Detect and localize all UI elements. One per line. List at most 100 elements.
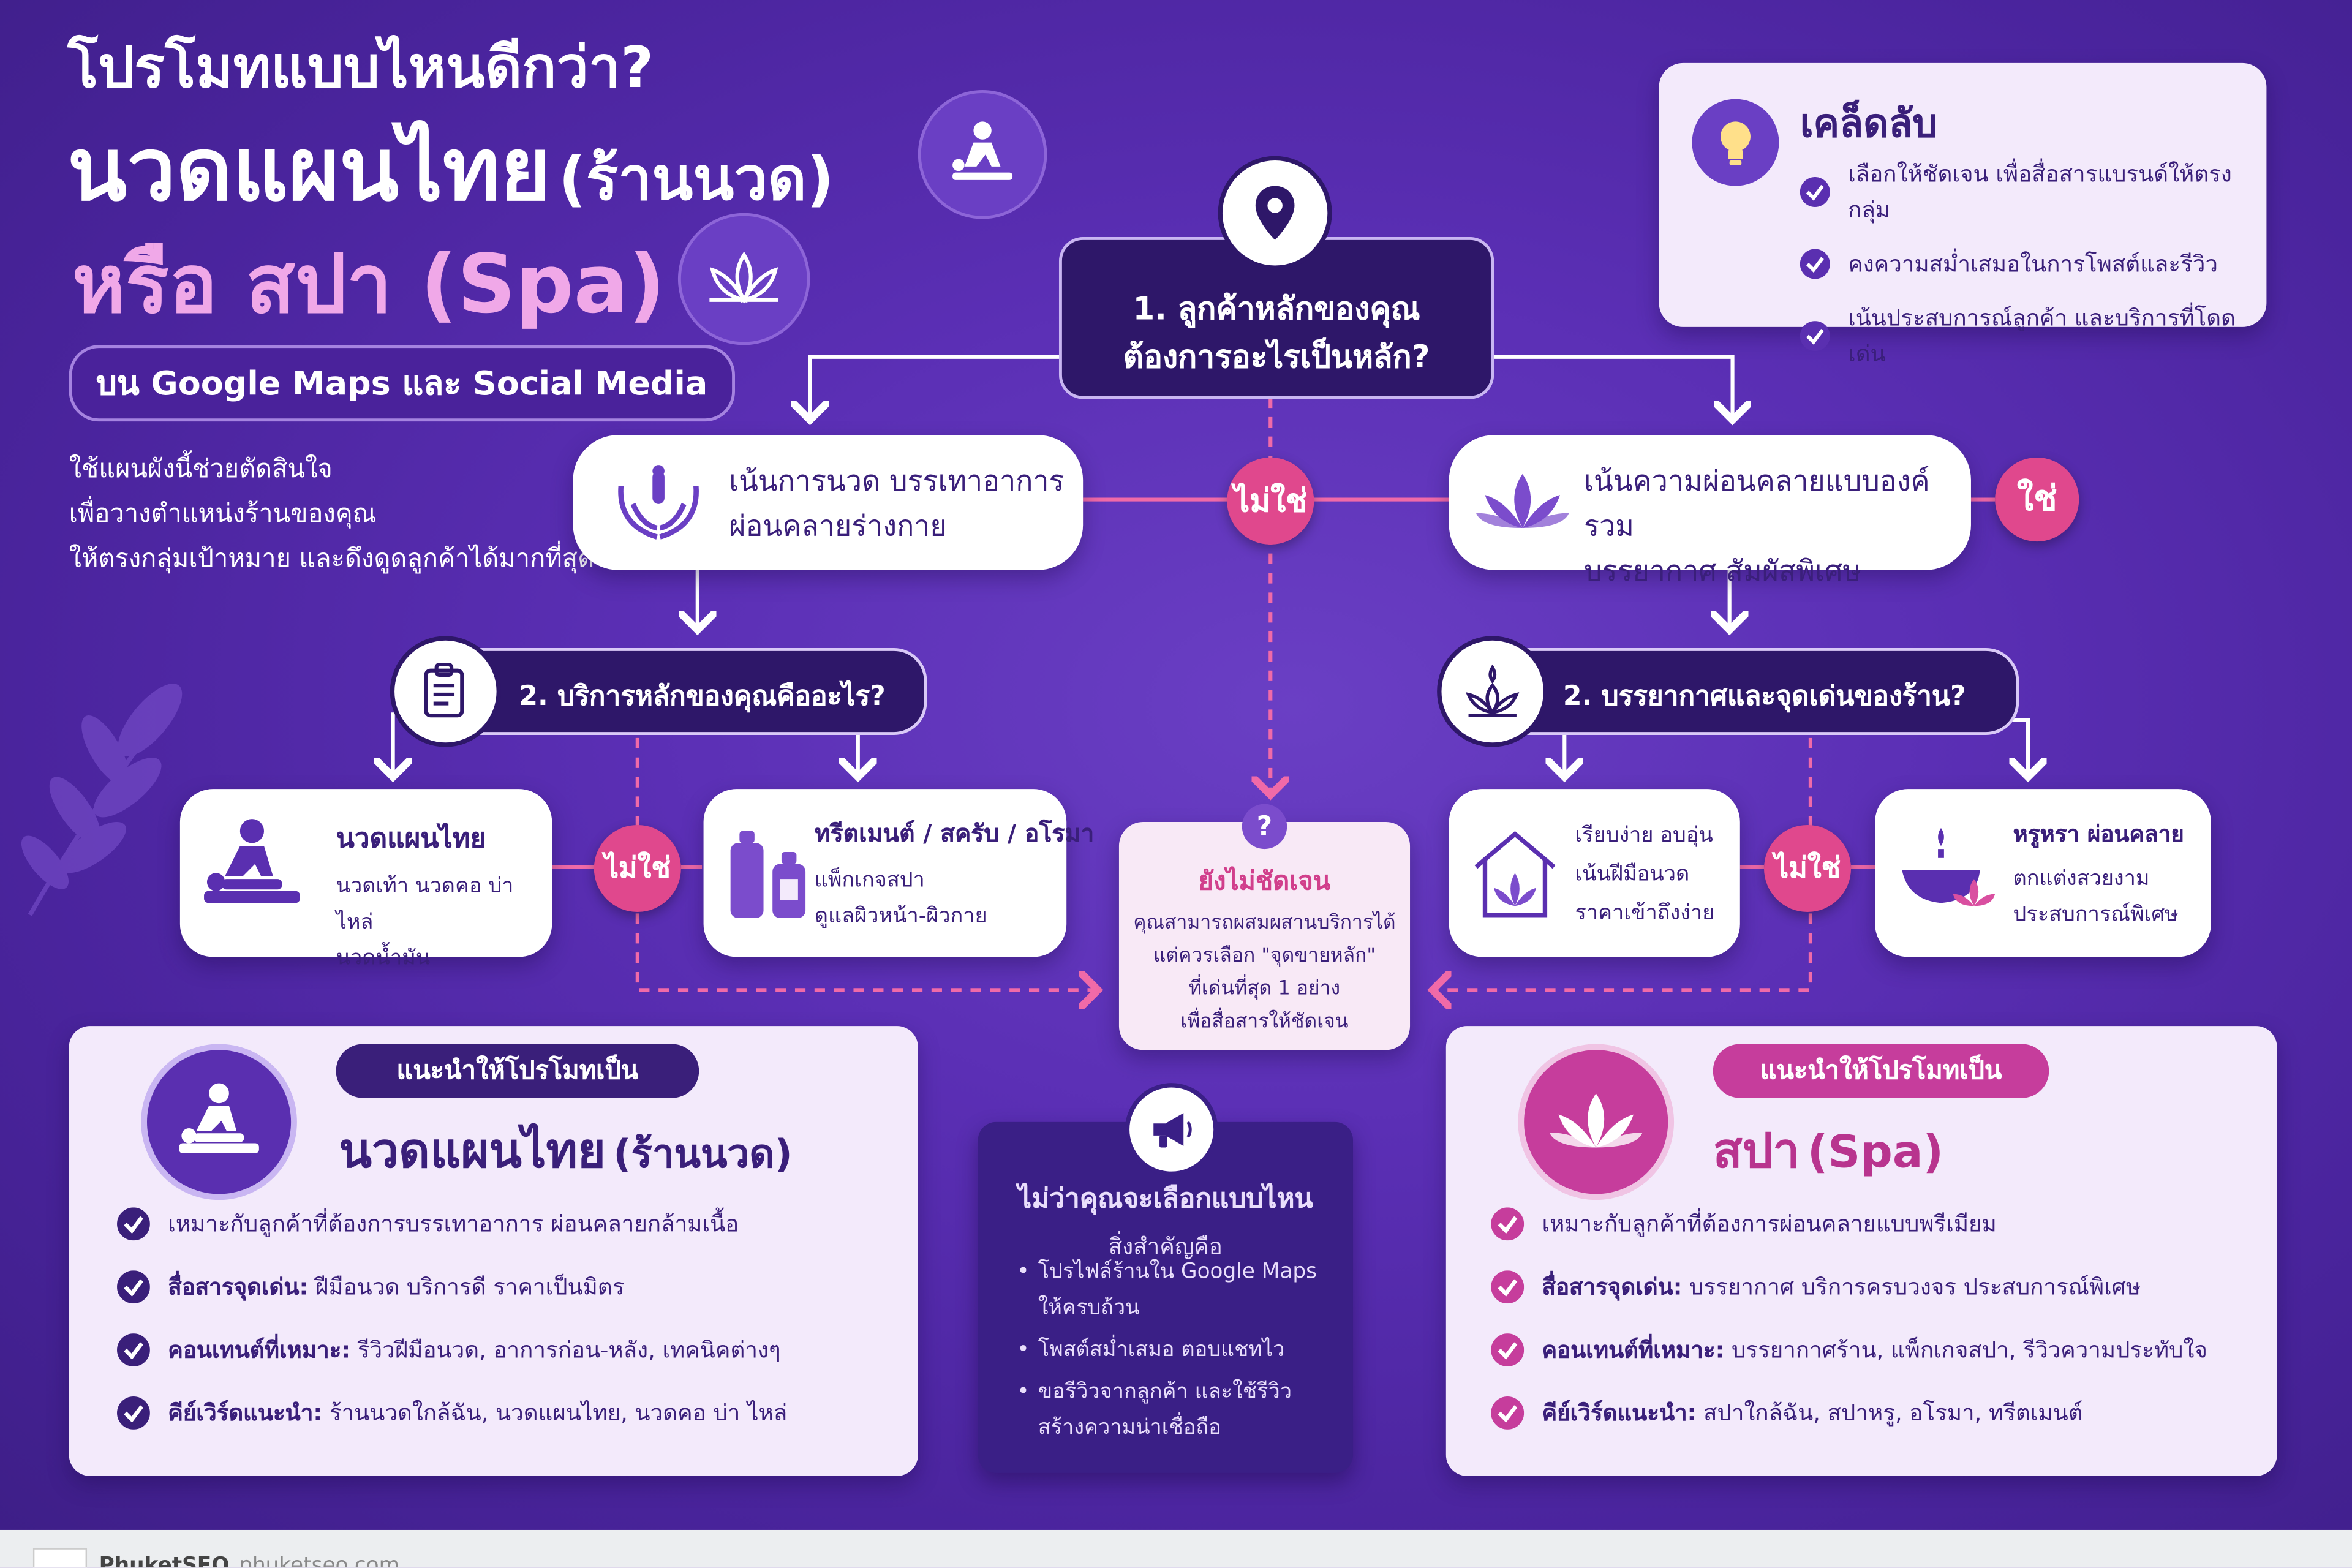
tips-item-text: เน้นประสบการณ์ลูกค้า และบริการที่โดดเด่น xyxy=(1848,304,2236,368)
massage-icon xyxy=(204,819,300,903)
recommend-left-pill: แนะนำให้โปรโมทเป็น xyxy=(336,1044,699,1098)
subtitle-pill: บน Google Maps และ Social Media xyxy=(69,345,735,422)
intro-line2: เพื่อวางตำแหน่งร้านของคุณ xyxy=(69,499,377,530)
check-icon xyxy=(117,1207,150,1241)
simple-line1: เรียบง่าย อบอุ่น xyxy=(1575,823,1713,848)
item-label: คอนเทนต์ที่เหมาะ: xyxy=(1542,1336,1725,1364)
check-icon xyxy=(117,1270,150,1304)
question-1-line1: 1. ลูกค้าหลักของคุณ xyxy=(1133,291,1420,327)
simple-line2: เน้นฝีมือนวด xyxy=(1575,862,1690,887)
footer-brand: PhuketSEO xyxy=(99,1554,230,1568)
focus-massage-line1: เน้นการนวด บรรเทาอาการ xyxy=(729,465,1065,499)
item-label: สื่อสารจุดเด่น: xyxy=(1542,1273,1683,1301)
question-2-right-text: 2. บรรยากาศและจุดเด่นของร้าน? xyxy=(1562,680,1966,713)
recommend-right-item: คีย์เวิร์ดแนะนำ: สปาใกล้ฉัน, สปาหรู, อโร… xyxy=(1491,1395,2207,1431)
check-icon xyxy=(1491,1396,1525,1430)
luxury-card: หรูหรา ผ่อนคลาย ตกแต่งสวยงาม ประสบการณ์พ… xyxy=(1875,789,2211,957)
title-line1: โปรโมทแบบไหนดีกว่า? xyxy=(67,34,654,101)
recommend-right-title-a: สปา xyxy=(1713,1121,1800,1179)
unclear-line2: แต่ควรเลือก "จุดขายหลัก" xyxy=(1153,944,1376,968)
check-icon xyxy=(117,1333,150,1367)
item-text: ร้านนวดใกล้ฉัน, นวดแผนไทย, นวดคอ บ่า ไหล… xyxy=(329,1399,788,1427)
key-point-a: ขอรีวิวจากลูกค้า และใช้รีวิว xyxy=(1038,1380,1292,1404)
unclear-line1: คุณสามารถผสมผสานบริการได้ xyxy=(1133,911,1396,935)
tips-item-text: คงความสม่ำเสมอในการโพสต์และรีวิว xyxy=(1848,250,2218,278)
focus-spa-line1: เน้นความผ่อนคลายแบบองค์รวม xyxy=(1584,465,1930,543)
check-icon xyxy=(1800,176,1830,207)
tips-item: เลือกให้ชัดเจน เพื่อสื่อสารแบรนด์ให้ตรงก… xyxy=(1800,156,2267,228)
intro-text: ใช้แผนผังนี้ช่วยตัดสินใจ เพื่อวางตำแหน่ง… xyxy=(69,447,595,582)
unclear-title: ยังไม่ชัดเจน xyxy=(1198,867,1331,897)
question-1-line2: ต้องการอะไรเป็นหลัก? xyxy=(1123,339,1430,375)
simple-line3: ราคาเข้าถึงง่าย xyxy=(1575,901,1715,926)
treatment-title: ทรีตเมนต์ / สครับ / อโรมา xyxy=(814,819,1095,848)
luxury-title: หรูหรา ผ่อนคลาย xyxy=(2013,820,2184,848)
thai-massage-line2: นวดน้ำมัน xyxy=(336,946,431,971)
location-pin-icon xyxy=(1218,156,1332,270)
item-label: คอนเทนต์ที่เหมาะ: xyxy=(168,1336,351,1364)
recommend-left-list: เหมาะกับลูกค้าที่ต้องการบรรเทาอาการ ผ่อน… xyxy=(117,1206,787,1452)
question-2-right: 2. บรรยากาศและจุดเด่นของร้าน? xyxy=(1479,647,2019,736)
check-icon xyxy=(1491,1333,1525,1367)
item-text: เหมาะกับลูกค้าที่ต้องการผ่อนคลายแบบพรีเม… xyxy=(1542,1210,1997,1238)
recommend-left-title: นวดแผนไทย (ร้านนวด) xyxy=(339,1113,792,1189)
thai-massage-line1: นวดเท้า นวดคอ บ่า ไหล่ xyxy=(336,874,514,935)
lightbulb-icon xyxy=(1692,99,1779,186)
candle-bowl-icon xyxy=(1902,827,1996,907)
focus-massage-line2: ผ่อนคลายร่างกาย xyxy=(729,510,947,543)
question-icon: ? xyxy=(1242,804,1287,850)
footer-logo xyxy=(32,1548,88,1568)
recommend-left-item: เหมาะกับลูกค้าที่ต้องการบรรเทาอาการ ผ่อน… xyxy=(117,1206,787,1242)
tips-item: คงความสม่ำเสมอในการโพสต์และรีวิว xyxy=(1800,246,2267,282)
lotus-icon xyxy=(1518,1044,1675,1200)
question-2-left: 2. บริการหลักของคุณคืออะไร? xyxy=(432,647,927,736)
check-icon xyxy=(117,1396,150,1430)
key-point-b: สร้างความน่าเชื่อถือ xyxy=(1038,1415,1221,1441)
recommend-right-title-b: (Spa) xyxy=(1807,1126,1944,1179)
item-text: รีวิวฝีมือนวด, อาการก่อน-หลัง, เทคนิคต่า… xyxy=(357,1336,781,1364)
title-line2: นวดแผนไทย (ร้านนวด) xyxy=(67,99,834,239)
unclear-box: ? ยังไม่ชัดเจน คุณสามารถผสมผสานบริการได้… xyxy=(1118,804,1411,1050)
item-text: บรรยากาศร้าน, แพ็กเกจสปา, รีวิวความประทั… xyxy=(1732,1336,2207,1364)
recommend-right-list: เหมาะกับลูกค้าที่ต้องการผ่อนคลายแบบพรีเม… xyxy=(1491,1206,2207,1452)
tips-box: เคล็ดลับ เลือกให้ชัดเจน เพื่อสื่อสารแบรน… xyxy=(1659,62,2267,368)
treatment-line1: แพ็กเกจสปา xyxy=(814,868,925,893)
item-label: สื่อสารจุดเด่น: xyxy=(168,1273,309,1301)
leaf-icon xyxy=(21,684,183,916)
intro-line3: ให้ตรงกลุ่มเป้าหมาย และดึงดูดลูกค้าได้มา… xyxy=(69,544,595,575)
unclear-line4: เพื่อสื่อสารให้ชัดเจน xyxy=(1180,1011,1349,1034)
thai-massage-title: นวดแผนไทย xyxy=(336,823,486,855)
treatment-card: ทรีตเมนต์ / สครับ / อโรมา แพ็กเกจสปา ดูแ… xyxy=(703,789,1094,957)
treatment-line2: ดูแลผิวหน้า-ผิวกาย xyxy=(814,904,987,929)
tips-item: เน้นประสบการณ์ลูกค้า และบริการที่โดดเด่น xyxy=(1800,300,2267,372)
tips-title: เคล็ดลับ xyxy=(1800,102,1937,148)
key-point-a: โปรไฟล์ร้านใน Google Maps xyxy=(1038,1260,1317,1284)
yes-label: ใช่ xyxy=(1995,457,2079,542)
luxury-line1: ตกแต่งสวยงาม xyxy=(2013,867,2150,891)
check-icon xyxy=(1491,1207,1525,1241)
lotus-icon xyxy=(1476,473,1569,529)
no-label: ไม่ใช่ xyxy=(594,824,681,912)
recommend-left-title-a: นวดแผนไทย xyxy=(339,1121,606,1179)
recommend-left-title-b: (ร้านนวด) xyxy=(613,1132,793,1178)
house-lotus-icon xyxy=(1474,831,1556,918)
intro-line1: ใช้แผนผังนี้ช่วยตัดสินใจ xyxy=(69,454,333,485)
item-text: บรรยากาศ บริการครบวงจร ประสบการณ์พิเศษ xyxy=(1689,1273,2141,1301)
key-point: •โพสต์สม่ำเสมอ ตอบแชทไว xyxy=(1017,1332,1317,1368)
thai-massage-card: นวดแผนไทย นวดเท้า นวดคอ บ่า ไหล่ นวดน้ำม… xyxy=(179,789,552,970)
question-2-left-text: 2. บริการหลักของคุณคืออะไร? xyxy=(519,680,886,713)
item-text: สปาใกล้ฉัน, สปาหรู, อโรมา, ทรีตเมนต์ xyxy=(1703,1399,2083,1427)
unclear-line3: ที่เด่นที่สุด 1 อย่าง xyxy=(1188,978,1341,1001)
simple-warm-card: เรียบง่าย อบอุ่น เน้นฝีมือนวด ราคาเข้าถึ… xyxy=(1449,789,1740,957)
oil-bottles-icon xyxy=(730,831,806,918)
clipboard-icon xyxy=(390,636,501,747)
tips-item-text: เลือกให้ชัดเจน เพื่อสื่อสารแบรนด์ให้ตรงก… xyxy=(1848,160,2232,224)
luxury-line2: ประสบการณ์พิเศษ xyxy=(2013,903,2179,927)
recommend-left-item: คอนเทนต์ที่เหมาะ: รีวิวฝีมือนวด, อาการก่… xyxy=(117,1332,787,1368)
key-points-sub: สิ่งสำคัญคือ xyxy=(1108,1233,1223,1261)
hands-icon xyxy=(618,465,699,540)
check-icon xyxy=(1491,1270,1525,1304)
